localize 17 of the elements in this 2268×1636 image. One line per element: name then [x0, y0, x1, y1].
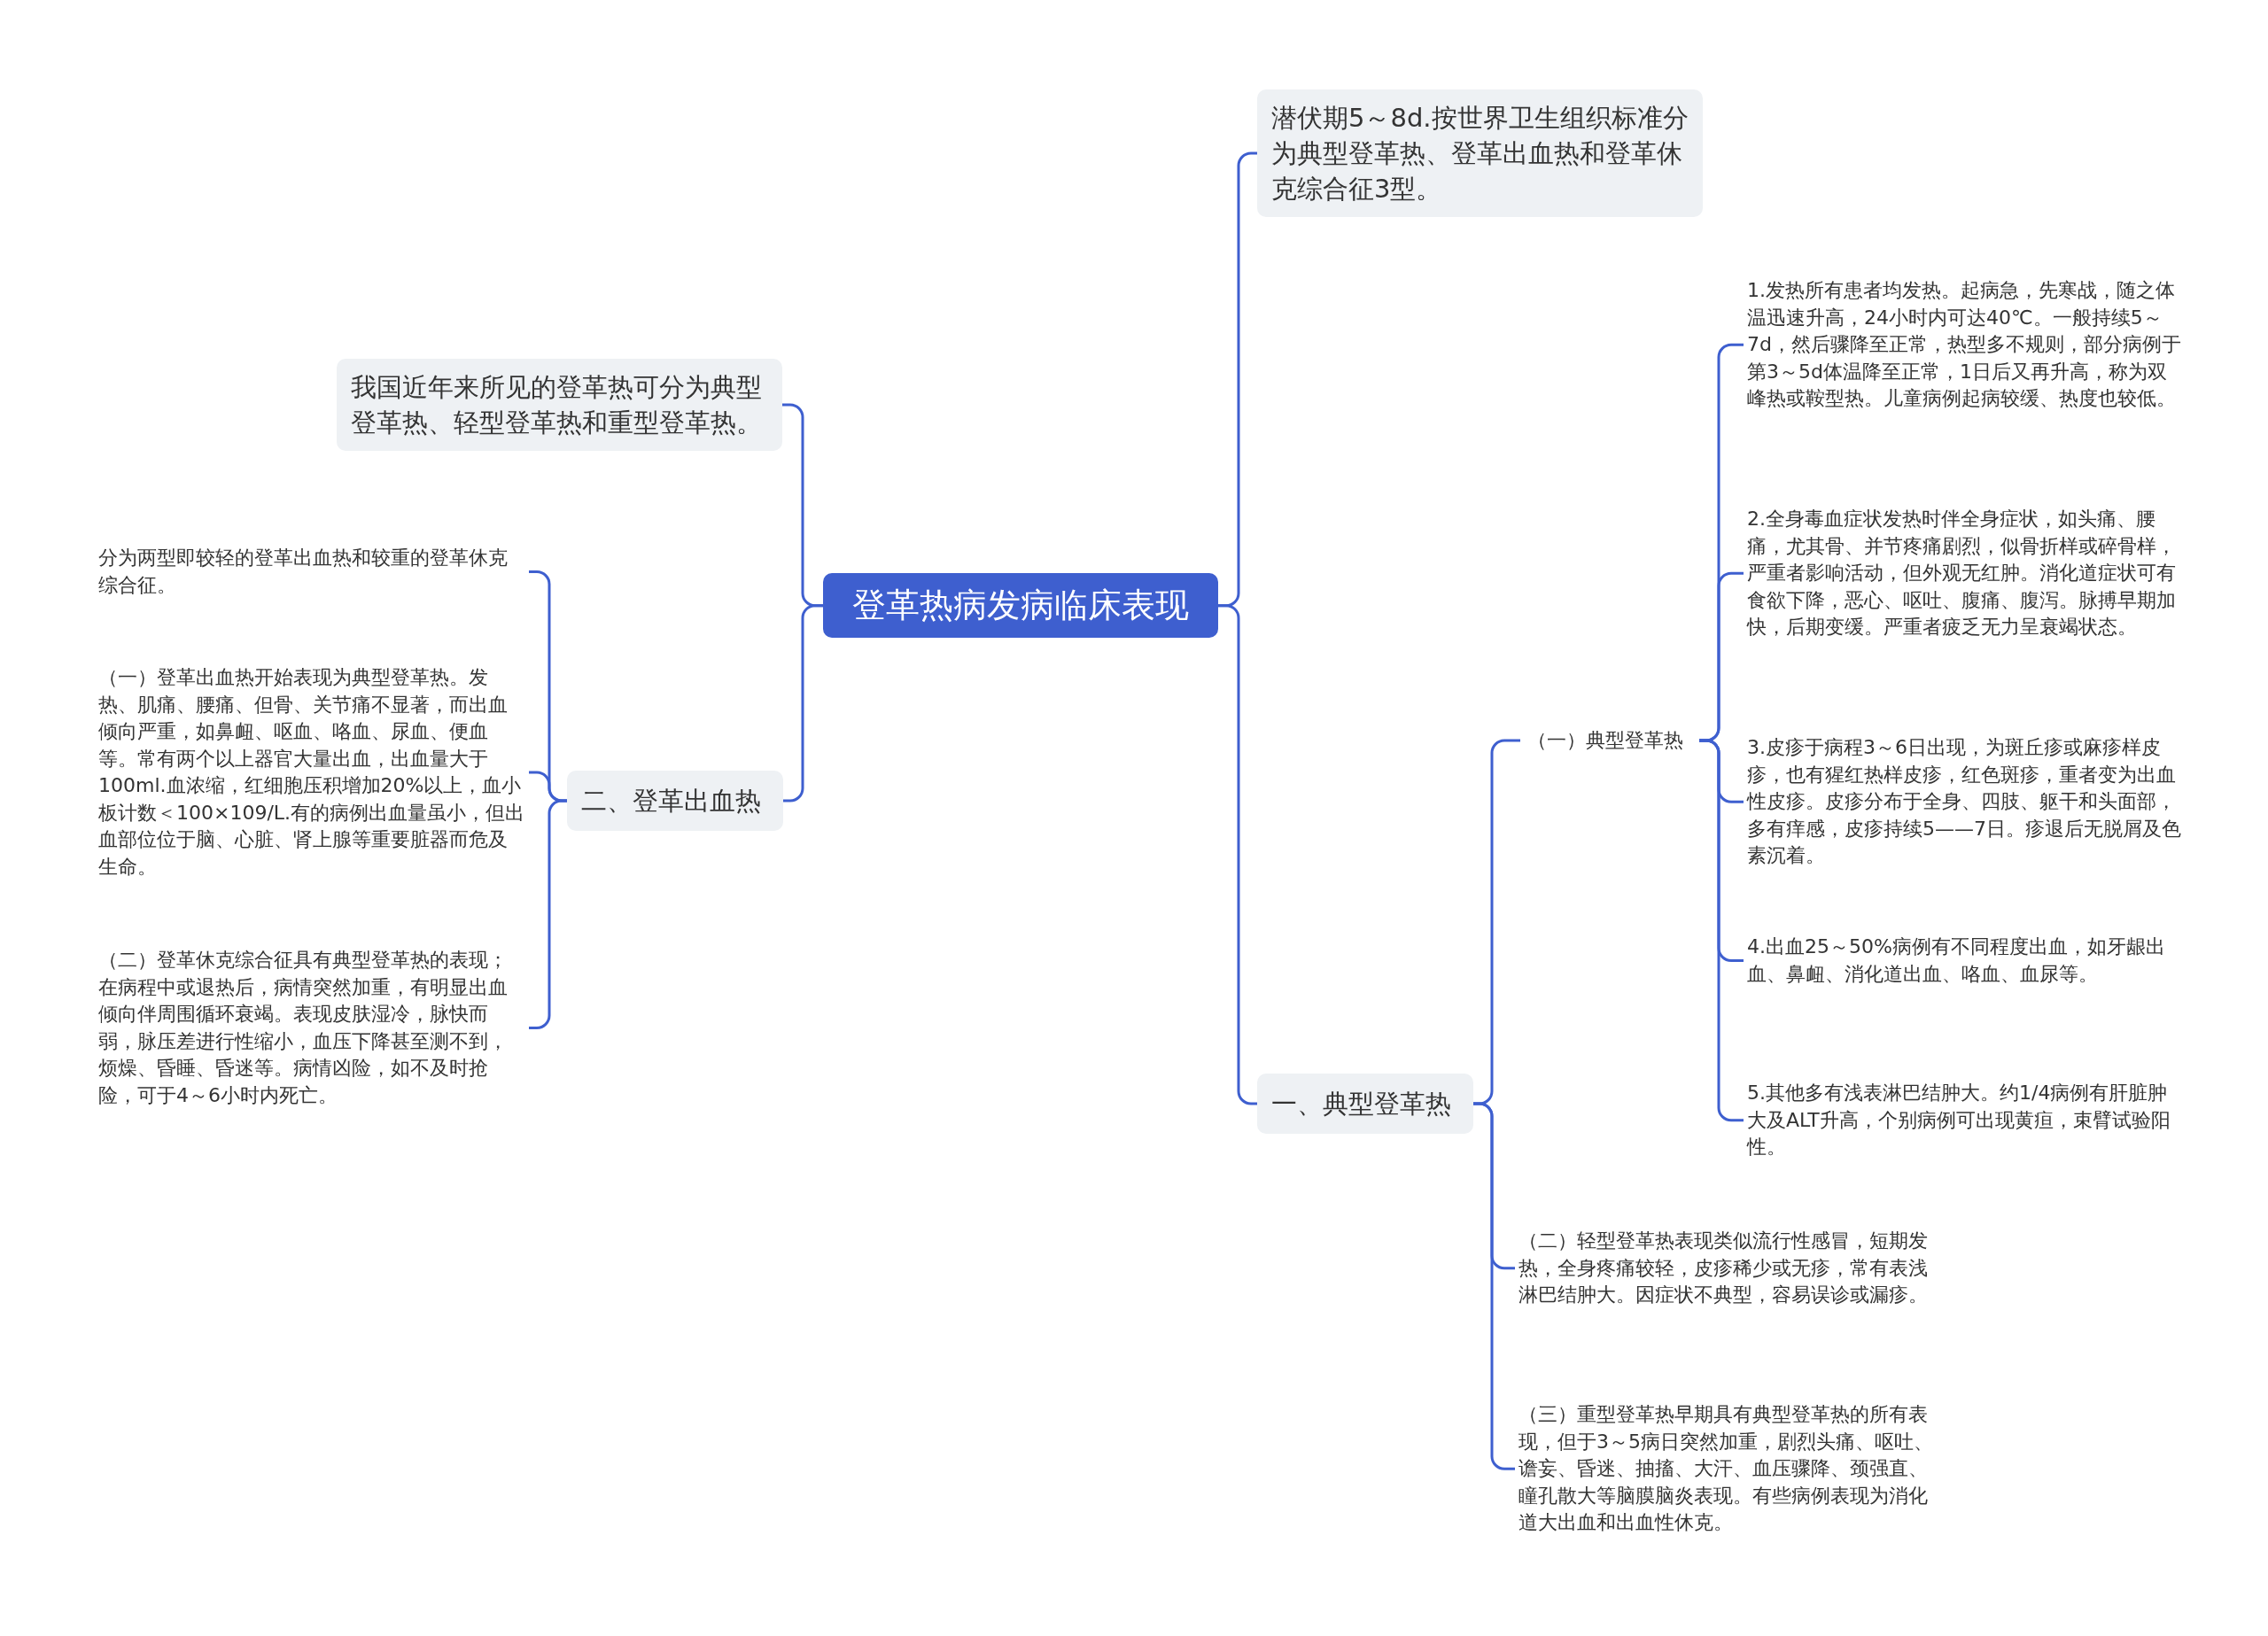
subtopic-text: （一）典型登革热: [1527, 728, 1684, 753]
detail-text: （一）登革出血热开始表现为典型登革热。发热、肌痛、腰痛、但骨、关节痛不显著，而出血倾向严重，如鼻衄、呕血、咯血、尿血、便血等。常有两个以上器官大量出血，出血量大于100ml.血浓缩，红细胞压积增加20%以上，血小板计数＜100×109/L.有的病例出血量虽小，但出血部位位于脑、心脏、肾上腺等重要脏器而危及生命。: [98, 665, 525, 880]
detail-text: 1.发热所有患者均发热。起病急，先寒战，随之体温迅速升高，24小时内可达40℃。一般持续5～7d，然后骤降至正常，热型多不规则，部分病例于第3～5d体温降至正常，1日后又再升高，称为双峰热或鞍型热。儿童病例起病较缓、热度也较低。: [1747, 278, 2182, 411]
central-topic: 登革热病发病临床表现: [823, 573, 1218, 639]
detail-text: 3.皮疹于病程3～6日出现，为斑丘疹或麻疹样皮疹，也有猩红热样皮疹，红色斑疹，重者变为出血性皮疹。皮疹分布于全身、四肢、躯干和头面部，多有痒感，皮疹持续5——7日。疹退后无脱屑及色素沉着。: [1747, 735, 2182, 868]
detail-text: （三）重型登革热早期具有典型登革热的所有表现，但于3～5病日突然加重，剧烈头痛、呕吐、谵妄、昏迷、抽搐、大汗、血压骤降、颈强直、瞳孔散大等脑膜脑炎表现。有些病例表现为消化道大出血和出血性休克。: [1518, 1402, 1934, 1535]
topic-card: 一、典型登革热: [1257, 1074, 1473, 1134]
detail-text: 5.其他多有浅表淋巴结肿大。约1/4病例有肝脏肿大及ALT升高，个别病例可出现黄疸，束臂试验阳性。: [1747, 1081, 2171, 1159]
detail-text: （二）轻型登革热表现类似流行性感冒，短期发热，全身疼痛较轻，皮疹稀少或无疹，常有表浅淋巴结肿大。因症状不典型，容易误诊或漏疹。: [1518, 1229, 1929, 1307]
detail-text: 2.全身毒血症状发热时伴全身症状，如头痛、腰痛，尤其骨、并节疼痛剧烈，似骨折样或碎骨样，严重者影响活动，但外观无红肿。消化道症状可有食欲下降，恶心、呕吐、腹痛、腹泻。脉搏早期加快，后期变缓。严重者疲乏无力呈衰竭状态。: [1747, 507, 2177, 640]
connector-line: [783, 604, 823, 802]
topic-card: 潜伏期5～8d.按世界卫生组织标准分为典型登革热、登革出血热和登革休克综合征3型。: [1257, 89, 1703, 217]
detail-text: （二）登革休克综合征具有典型登革热的表现；在病程中或退热后，病情突然加重，有明显出血倾向伴周围循环衰竭。表现皮肤湿冷，脉快而弱，脉压差进行性缩小，血压下降甚至测不到，烦燥、昏睡、昏迷等。病情凶险，如不及时抢险，可于4～6小时内死亡。: [98, 948, 509, 1108]
detail-text: 分为两型即较轻的登革出血热和较重的登革休克综合征。: [98, 546, 509, 598]
detail-text: 4.出血25～50%病例有不同程度出血，如牙龈出血、鼻衄、消化道出血、咯血、血尿等。: [1747, 934, 2166, 987]
topic-card: 我国近年来所见的登革热可分为典型登革热、轻型登革热和重型登革热。: [337, 359, 782, 451]
topic-card: 二、登革出血热: [567, 771, 783, 831]
